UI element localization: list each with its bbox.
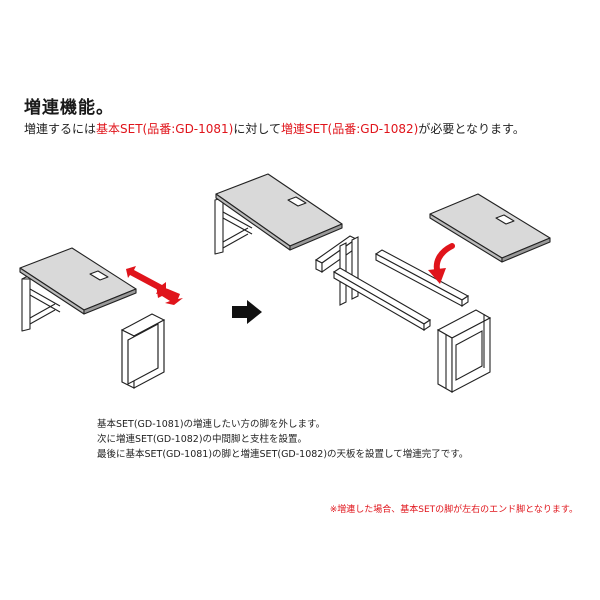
subtitle-part3: に対して [233, 122, 282, 136]
remove-leg-arrow [126, 266, 183, 305]
extension-set-label: 増連SET(品番:GD-1082) [281, 122, 419, 136]
right-leg [436, 309, 492, 393]
step-3: 最後に基本SET(GD-1081)の脚と増連SET(GD-1082)の天板を設置… [97, 449, 469, 460]
detached-leg [120, 313, 166, 389]
extension-top [429, 193, 551, 263]
instruction-steps: 基本SET(GD-1081)の増連したい方の脚を外します。 次に増連SET(GD… [97, 417, 468, 462]
step-2: 次に増連SET(GD-1082)の中間脚と支柱を設置。 [97, 434, 308, 445]
basic-set-label: 基本SET(品番:GD-1081) [96, 122, 234, 136]
page-title: 増連機能。 [24, 98, 114, 118]
subtitle: 増連するには基本SET(品番:GD-1081)に対して増連SET(品番:GD-1… [24, 120, 525, 137]
end-leg-note: ※増連した場合、基本SETの脚が左右のエンド脚となります。 [329, 505, 578, 515]
install-top-arrow [428, 243, 455, 284]
subtitle-part5: が必要となります。 [418, 122, 525, 136]
step-1: 基本SET(GD-1081)の増連したい方の脚を外します。 [97, 419, 326, 430]
support-beams [332, 249, 470, 332]
basic-desk-middle [214, 173, 343, 255]
right-arrow-icon [232, 300, 262, 324]
subtitle-part1: 増連するには [24, 122, 97, 136]
basic-desk-left [19, 247, 137, 332]
